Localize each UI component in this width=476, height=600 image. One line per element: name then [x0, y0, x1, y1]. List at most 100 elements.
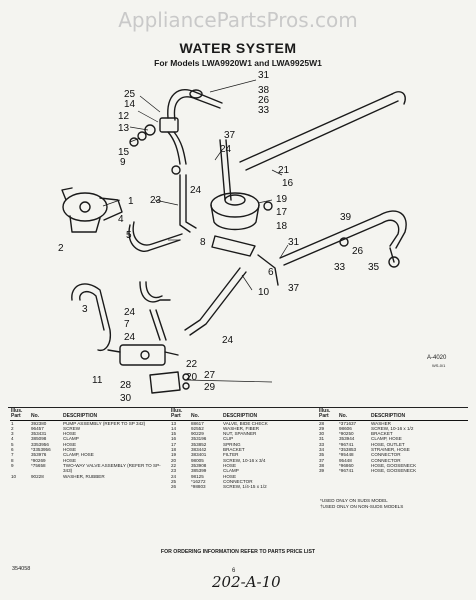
part-no: *96860 [339, 462, 354, 468]
part-no: *96741 [339, 441, 354, 447]
callout-6: 6 [268, 267, 274, 278]
part-no: 385399 [191, 468, 207, 474]
part-description: CONNECTOR [223, 478, 253, 484]
part-no: 353852 [191, 441, 207, 447]
part-description: HOSE [223, 462, 237, 468]
callout-37-mid: 37 [288, 283, 300, 294]
callout-16: 16 [282, 178, 294, 189]
table-row: 33 *96741 HOSE, OUTLET [318, 442, 468, 447]
illus-no: 39 [319, 468, 325, 474]
gooseneck-hose-top [167, 89, 223, 119]
part-no: 98005 [191, 457, 204, 463]
part-no: *98803 [191, 484, 206, 490]
callout-10: 10 [258, 287, 270, 298]
part-description: CONNECTOR [371, 457, 401, 463]
page-subtitle: For Models LWA9920W1 and LWA9925W1 [154, 58, 322, 68]
illus-no: 18 [171, 447, 177, 453]
part-no: *3353956 [31, 447, 51, 453]
illus-no: 3 [11, 431, 14, 437]
part-no: *16272 [191, 478, 206, 484]
illus-no: 10 [11, 473, 17, 479]
illus-no: 6 [11, 447, 14, 453]
illus-no: 16 [171, 436, 177, 442]
callout-24-c: 24 [222, 335, 234, 346]
illus-no: 33 [319, 441, 325, 447]
callout-8: 8 [200, 237, 206, 248]
exploded-parts-diagram [61, 79, 407, 394]
header-illus: Illus. Part [171, 408, 183, 420]
header-illus: Illus. Part [11, 408, 23, 420]
illus-no: 25 [171, 478, 177, 484]
callout-5: 5 [126, 230, 132, 241]
part-description: BRACKET [371, 431, 393, 437]
illus-no: 20 [171, 457, 177, 463]
note-suds: *USED ONLY ON SUDS MODEL [320, 498, 388, 503]
diagram-corner-sub: WS-0/1 [432, 363, 446, 368]
callout-28: 28 [120, 380, 132, 391]
part-description: SCREW, 10-16 x 1/2 [371, 425, 414, 431]
check-valve [159, 117, 179, 133]
part-description: WASHER [371, 420, 391, 426]
callout-4: 4 [118, 214, 124, 225]
header-description: DESCRIPTION [371, 413, 406, 420]
callout-23: 23 [150, 195, 162, 206]
handwritten-note: 202-A-10 [212, 573, 281, 591]
illus-no: 31 [319, 436, 325, 442]
part-no: 3353956 [31, 441, 49, 447]
callout-14: 14 [124, 99, 136, 110]
callout-20: 20 [186, 372, 198, 383]
part-no: *75658 [31, 462, 46, 468]
part-description: SCREW [63, 425, 81, 431]
part-description: STRAINER, HOSE [371, 447, 410, 453]
illus-no: 23 [171, 468, 177, 474]
part-no: 90229 [191, 431, 204, 437]
part-description: CLAMP, HOSE [63, 452, 94, 458]
header-description: DESCRIPTION [223, 413, 258, 420]
table-divider [8, 407, 468, 408]
illus-no: 15 [171, 431, 177, 437]
part-description: VALVE, BIDE CHECK [223, 420, 268, 426]
callout-27: 27 [204, 370, 216, 381]
part-no: 353944 [339, 436, 355, 442]
callout-19: 19 [276, 194, 288, 205]
part-no: *353853 [339, 447, 357, 453]
part-no: 383401 [191, 452, 207, 458]
callout-31-mid: 31 [288, 237, 300, 248]
outlet-hose-long [239, 93, 393, 163]
part-no: 353196 [191, 436, 207, 442]
callout-33-top: 33 [258, 105, 270, 116]
header-part-no: No. [339, 413, 348, 420]
illus-no: 19 [171, 452, 177, 458]
callout-15: 15 [118, 147, 130, 158]
illus-no: 8 [11, 457, 14, 463]
callout-12: 12 [118, 111, 130, 122]
bracket [211, 235, 256, 257]
callout-37-top: 37 [224, 130, 236, 141]
callout-1: 1 [128, 196, 134, 207]
part-description: HOSE [63, 447, 77, 453]
part-no: 392380 [31, 420, 47, 426]
ordering-info: FOR ORDERING INFORMATION REFER TO PARTS … [160, 549, 316, 555]
gooseneck-hose-right [279, 210, 407, 259]
part-description: HOSE, OUTLET [371, 441, 405, 447]
part-no: 98125 [191, 473, 204, 479]
callout-7: 7 [124, 319, 130, 330]
callout-21: 21 [278, 165, 290, 176]
illus-no: 17 [171, 441, 177, 447]
part-description: WASHER, RUBBER [63, 473, 105, 479]
part-no: *96741 [339, 468, 354, 474]
